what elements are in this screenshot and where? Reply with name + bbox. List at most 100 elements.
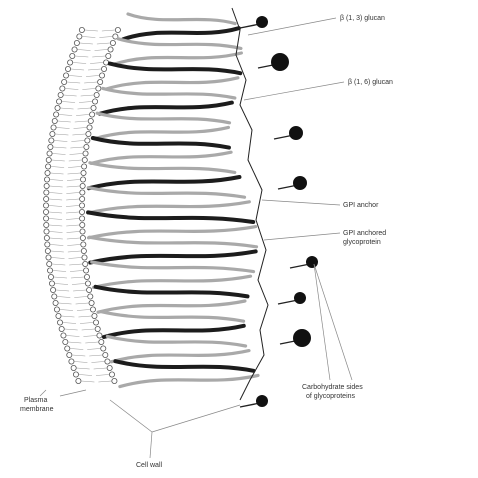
lipid-tail bbox=[52, 160, 65, 161]
lipid-head-inner bbox=[57, 320, 62, 325]
lipid-head-outer bbox=[96, 86, 101, 91]
lipid-head-outer bbox=[95, 326, 100, 331]
lipid-tail bbox=[74, 362, 87, 363]
lipid-tail bbox=[55, 284, 68, 285]
leader-line bbox=[264, 233, 340, 240]
lipid-head-outer bbox=[98, 79, 103, 84]
lipid-head-outer bbox=[87, 125, 92, 130]
lipid-tail bbox=[72, 134, 85, 135]
leader-line bbox=[262, 200, 340, 205]
lipid-tail bbox=[76, 303, 89, 304]
lipid-tail bbox=[92, 56, 105, 57]
label-cell-wall: Cell wall bbox=[136, 462, 163, 469]
beta13-glucan-strand bbox=[96, 287, 248, 297]
lipid-head-outer bbox=[99, 339, 104, 344]
lipid-tail bbox=[51, 167, 64, 168]
lipid-head-outer bbox=[112, 378, 117, 383]
lipid-head-inner bbox=[79, 27, 84, 32]
lipid-head-outer bbox=[86, 287, 91, 292]
lipid-head-outer bbox=[79, 216, 84, 221]
label-beta13-glucan: β (1, 3) glucan bbox=[340, 15, 385, 22]
lipid-head-outer bbox=[80, 177, 85, 182]
beta16-glucan-strand bbox=[88, 227, 255, 238]
lipid-tail bbox=[88, 69, 101, 70]
lipid-tail bbox=[71, 277, 84, 278]
lipid-tail bbox=[76, 115, 89, 116]
lipid-head-inner bbox=[65, 346, 70, 351]
lipid-head-outer bbox=[80, 183, 85, 188]
lipid-head-inner bbox=[49, 281, 54, 286]
lipid-tail bbox=[55, 134, 68, 135]
lipid-head-outer bbox=[81, 164, 86, 169]
lipid-tail bbox=[99, 37, 112, 38]
plasma-membrane-bilayer bbox=[43, 27, 120, 383]
label-gpi-protein-1: GPI anchored bbox=[343, 230, 386, 237]
leader-line bbox=[150, 432, 152, 458]
beta16-glucan-strand bbox=[107, 336, 245, 346]
lipid-tail bbox=[66, 219, 79, 220]
lipid-head-inner bbox=[63, 339, 68, 344]
lipid-head-inner bbox=[56, 99, 61, 104]
lipid-tail bbox=[54, 141, 67, 142]
glycoprotein-blob-icon bbox=[256, 16, 268, 28]
beta13-glucan-strand bbox=[93, 138, 229, 148]
lipid-tail bbox=[70, 154, 83, 155]
lipid-head-outer bbox=[109, 372, 114, 377]
lipid-head-inner bbox=[45, 164, 50, 169]
beta16-glucan-strand bbox=[118, 39, 241, 49]
beta16-glucan-strand bbox=[106, 78, 238, 89]
lipid-head-outer bbox=[84, 274, 89, 279]
lipid-head-inner bbox=[62, 79, 67, 84]
lipid-head-inner bbox=[72, 47, 77, 52]
lipid-tail bbox=[51, 251, 64, 252]
lipid-tail bbox=[69, 264, 82, 265]
lipid-tail bbox=[79, 375, 92, 376]
lipid-head-inner bbox=[45, 248, 50, 253]
lipid-tail bbox=[69, 258, 82, 259]
lipid-tail bbox=[49, 219, 62, 220]
beta16-glucan-strand bbox=[103, 88, 235, 98]
lipid-tail bbox=[74, 297, 87, 298]
lipid-tail bbox=[67, 232, 80, 233]
label-gpi-anchor: GPI anchor bbox=[343, 202, 379, 209]
lipid-tail bbox=[61, 108, 74, 109]
lipid-head-outer bbox=[83, 151, 88, 156]
lipid-head-inner bbox=[53, 300, 58, 305]
beta16-glucan-strand bbox=[92, 262, 254, 272]
lipid-head-outer bbox=[82, 255, 87, 260]
lipid-tail bbox=[61, 316, 74, 317]
lipid-tail bbox=[59, 115, 72, 116]
lipid-tail bbox=[54, 277, 67, 278]
lipid-head-inner bbox=[71, 365, 76, 370]
lipid-tail bbox=[83, 336, 96, 337]
lipid-tail bbox=[65, 89, 78, 90]
lipid-head-inner bbox=[74, 40, 79, 45]
lipid-tail bbox=[70, 147, 83, 148]
lipid-tail bbox=[63, 323, 76, 324]
leader-line bbox=[152, 405, 240, 432]
lipid-head-outer bbox=[94, 92, 99, 97]
lipid-tail bbox=[62, 102, 75, 103]
label-gpi-protein-2: glycoprotein bbox=[343, 239, 381, 246]
lipid-tail bbox=[77, 368, 90, 369]
lipid-head-inner bbox=[48, 144, 53, 149]
leader-line bbox=[60, 390, 86, 396]
lipid-tail bbox=[52, 264, 65, 265]
beta13-glucan-strand bbox=[100, 103, 232, 114]
lipid-head-outer bbox=[92, 99, 97, 104]
lipid-head-outer bbox=[90, 112, 95, 117]
lipid-head-inner bbox=[45, 170, 50, 175]
lipid-head-outer bbox=[92, 313, 97, 318]
lipid-head-outer bbox=[81, 242, 86, 247]
lipid-head-outer bbox=[80, 229, 85, 234]
lipid-tail bbox=[50, 232, 63, 233]
beta16-glucan-strand bbox=[128, 14, 235, 24]
lipid-head-inner bbox=[69, 359, 74, 364]
lipid-tail bbox=[57, 297, 70, 298]
lipid-head-inner bbox=[73, 372, 78, 377]
lipid-head-inner bbox=[61, 333, 66, 338]
beta16-glucan-strand bbox=[95, 127, 229, 138]
lipid-tail bbox=[72, 284, 85, 285]
lipid-tail bbox=[79, 102, 92, 103]
lipid-head-inner bbox=[52, 118, 57, 123]
